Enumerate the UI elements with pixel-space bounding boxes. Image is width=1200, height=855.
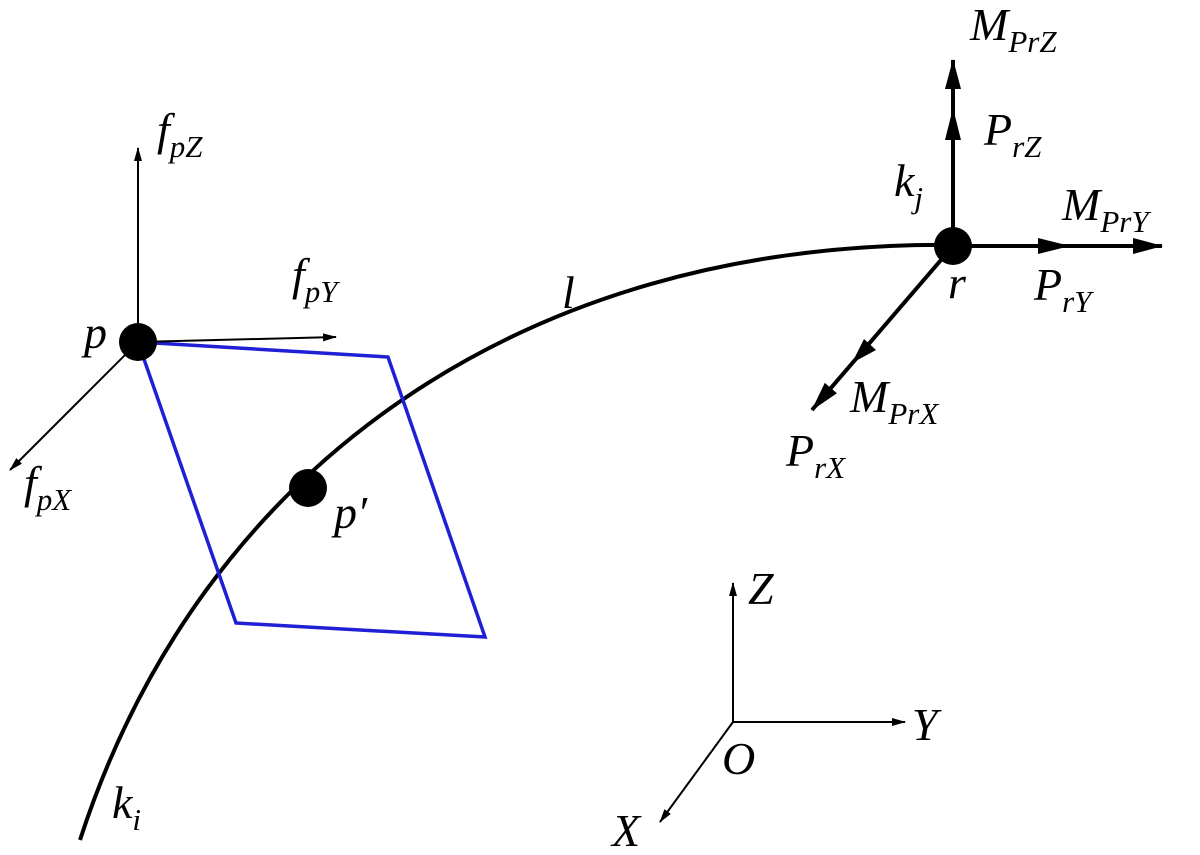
label-MPrY: MPrY [1061,179,1151,239]
label-PrY: PrY [1033,259,1094,319]
label-l: l [562,267,575,318]
point-p-prime [289,469,327,507]
label-axis-Z: Z [748,563,774,614]
label-axis-Y: Y [912,699,942,750]
r-x-arrow [810,244,955,412]
fpX-arrow [9,341,139,471]
label-PrZ: PrZ [983,104,1042,164]
label-PrX: PrX [785,425,846,485]
label-fpZ: fpZ [157,104,203,164]
label-r: r [948,257,967,308]
point-p [119,323,157,361]
PrY-arrowhead [1038,238,1070,254]
tangent-plane [135,340,488,639]
label-MPrX: MPrX [849,371,939,431]
PrX-arrowhead [852,339,876,363]
label-ki: ki [112,777,141,837]
axis-X-line [659,721,734,823]
fpY-arrow [137,333,337,343]
label-origin: O [722,733,755,784]
label-fpY: fpY [292,249,340,309]
label-kj: kj [894,155,923,215]
PrZ-arrowhead [945,108,961,140]
label-MPrZ: MPrZ [969,0,1057,59]
label-fpX: fpX [24,457,72,517]
label-p: p [81,307,107,358]
point-r [934,227,972,265]
label-p-prime: p′ [331,487,368,538]
label-axis-X: X [610,805,642,855]
curve-l [78,242,956,841]
